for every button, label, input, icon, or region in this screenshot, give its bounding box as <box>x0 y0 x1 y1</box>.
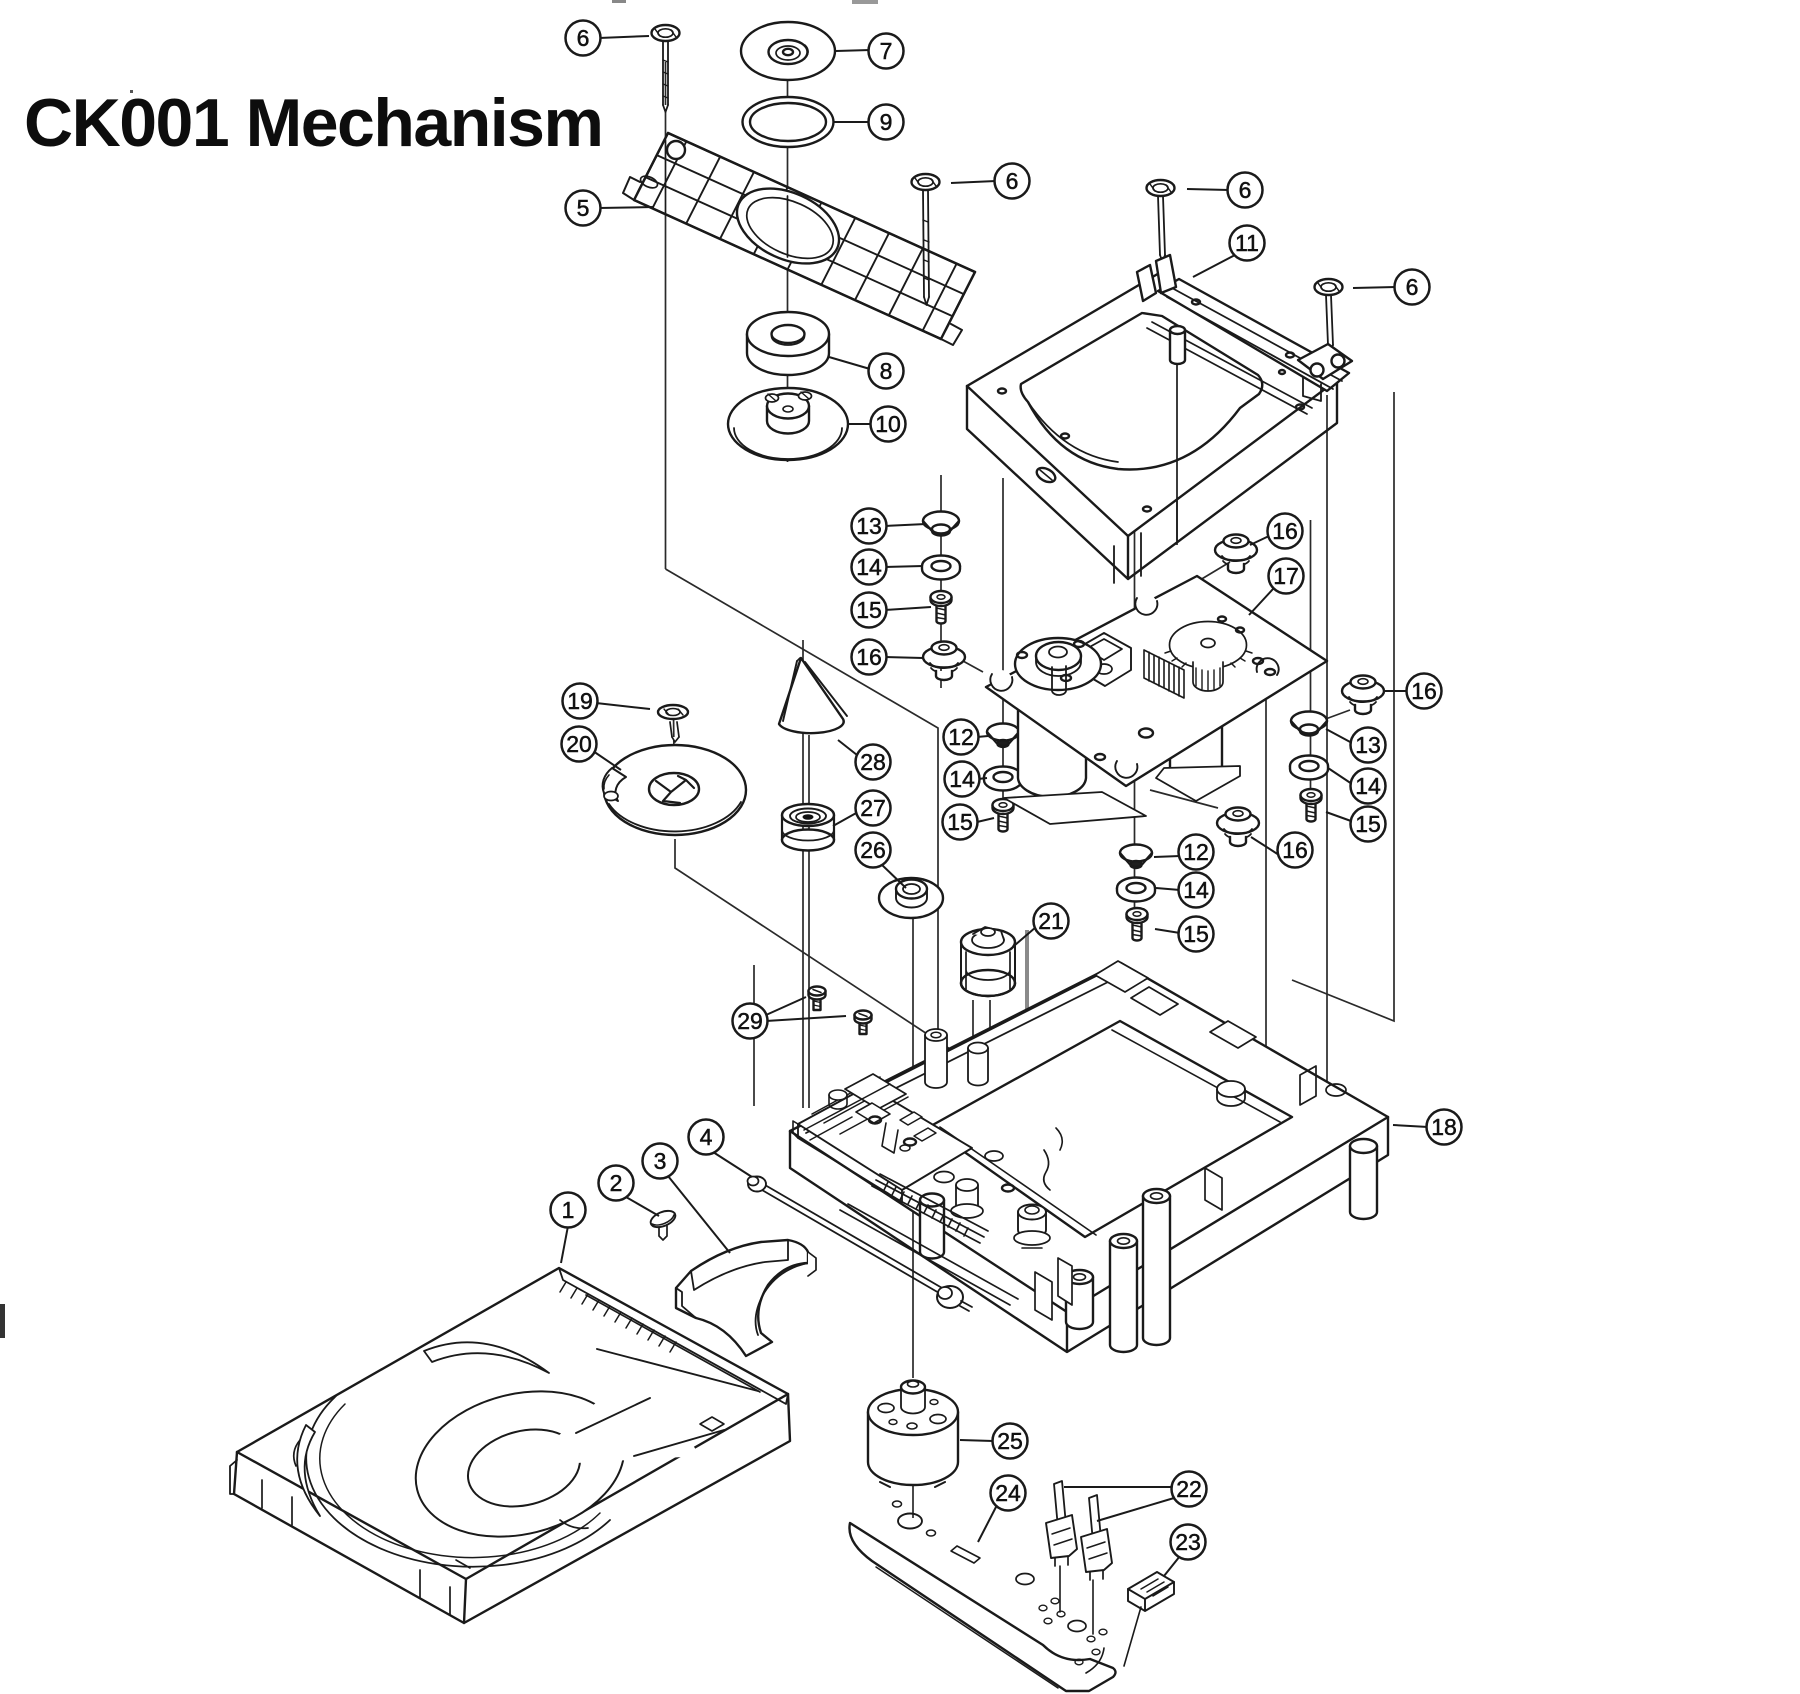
svg-text:22: 22 <box>1176 1476 1202 1502</box>
svg-text:28: 28 <box>860 749 886 775</box>
svg-text:13: 13 <box>856 513 882 539</box>
svg-text:1: 1 <box>562 1197 575 1223</box>
svg-text:14: 14 <box>949 766 975 792</box>
svg-text:23: 23 <box>1175 1529 1201 1555</box>
svg-text:9: 9 <box>880 109 893 135</box>
svg-text:15: 15 <box>1183 921 1209 947</box>
svg-text:25: 25 <box>997 1428 1023 1454</box>
svg-text:14: 14 <box>856 554 882 580</box>
svg-text:20: 20 <box>566 731 592 757</box>
svg-text:26: 26 <box>860 837 886 863</box>
svg-text:16: 16 <box>1411 678 1437 704</box>
svg-text:2: 2 <box>610 1170 623 1196</box>
svg-text:8: 8 <box>880 358 893 384</box>
svg-text:3: 3 <box>654 1148 667 1174</box>
svg-text:16: 16 <box>1282 837 1308 863</box>
svg-text:15: 15 <box>1355 811 1381 837</box>
svg-text:17: 17 <box>1273 563 1299 589</box>
svg-text:6: 6 <box>577 25 590 51</box>
svg-text:11: 11 <box>1235 230 1259 256</box>
svg-text:27: 27 <box>860 795 886 821</box>
svg-text:13: 13 <box>1355 732 1381 758</box>
svg-text:6: 6 <box>1239 177 1252 203</box>
svg-text:24: 24 <box>995 1480 1021 1506</box>
svg-text:12: 12 <box>1183 839 1209 865</box>
svg-text:29: 29 <box>737 1008 763 1034</box>
svg-text:16: 16 <box>856 644 882 670</box>
svg-text:7: 7 <box>880 38 893 64</box>
svg-text:6: 6 <box>1006 168 1019 194</box>
svg-text:14: 14 <box>1355 773 1381 799</box>
svg-text:10: 10 <box>875 411 901 437</box>
svg-text:19: 19 <box>567 688 593 714</box>
svg-text:18: 18 <box>1431 1114 1457 1140</box>
svg-text:21: 21 <box>1038 908 1064 934</box>
svg-text:CK001 Mechanism: CK001 Mechanism <box>24 85 602 161</box>
svg-text:15: 15 <box>856 597 882 623</box>
svg-text:5: 5 <box>577 195 590 221</box>
svg-text:14: 14 <box>1183 877 1209 903</box>
svg-text:15: 15 <box>947 809 973 835</box>
svg-text:12: 12 <box>948 724 974 750</box>
svg-text:16: 16 <box>1272 518 1298 544</box>
svg-text:6: 6 <box>1406 274 1419 300</box>
svg-text:4: 4 <box>700 1124 713 1150</box>
